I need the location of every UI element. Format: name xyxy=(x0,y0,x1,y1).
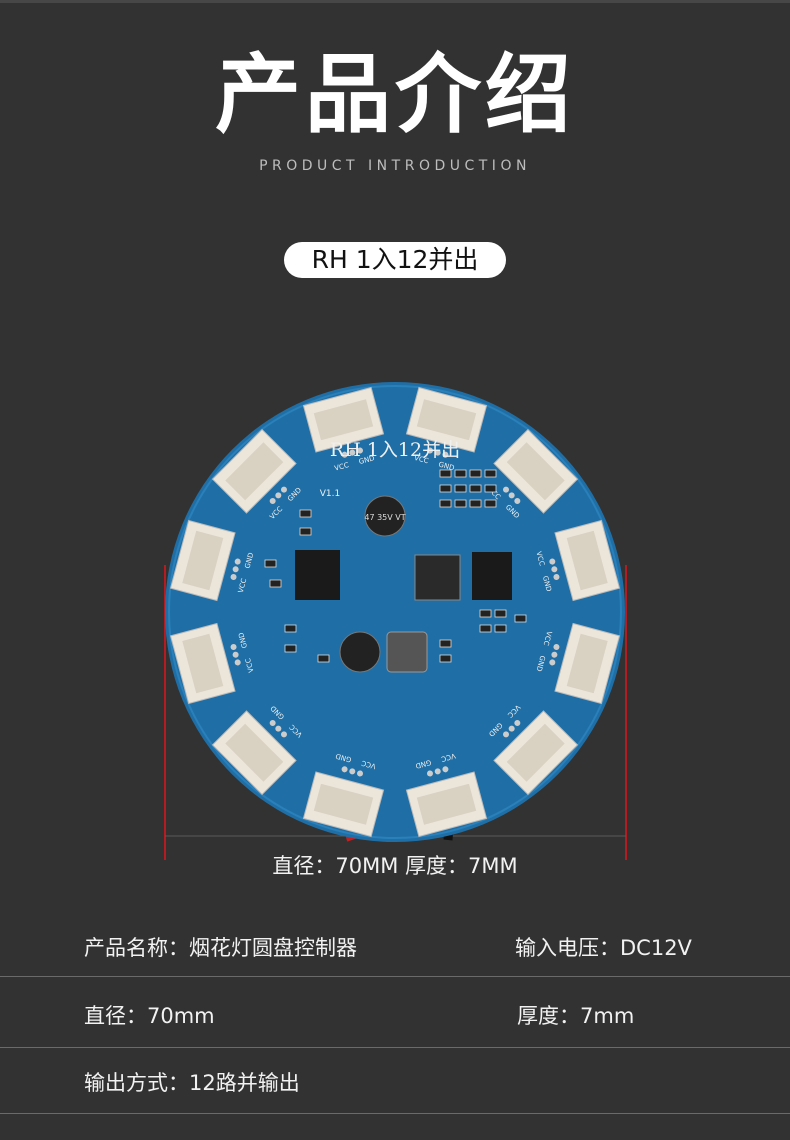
capacitor-bottom xyxy=(339,631,381,673)
smd-part xyxy=(494,624,507,633)
jst-connector: VCC GND xyxy=(405,386,488,472)
capacitor-top xyxy=(364,495,406,537)
inductor xyxy=(386,631,428,673)
pin-label-gnd: GND xyxy=(243,552,255,570)
smd-components xyxy=(264,469,527,663)
jst-connector: VCC GND xyxy=(535,622,621,705)
ic-chip-left xyxy=(295,550,340,600)
smd-part xyxy=(479,609,492,618)
smd-part xyxy=(439,469,452,478)
pin-label-gnd: GND xyxy=(358,454,376,466)
smd-part xyxy=(439,654,452,663)
regulator xyxy=(414,554,461,601)
spec-input-voltage: 输入电压：DC12V xyxy=(515,936,692,960)
smd-part xyxy=(439,639,452,648)
spec-thickness: 厚度：7mm xyxy=(517,1004,635,1028)
pin-label-vcc: VCC xyxy=(360,759,376,771)
pin-label-gnd: GND xyxy=(438,460,456,472)
smd-part xyxy=(469,469,482,478)
jst-connector: VCC GND xyxy=(302,752,385,838)
capacitor-label: 47 35V VT xyxy=(364,513,405,522)
pcb-product-photo: VCC GND VCC GND VCC GND VCC GND VCC GND … xyxy=(164,382,627,860)
pin-label-gnd: GND xyxy=(237,631,249,649)
jst-connector: VCC GND xyxy=(405,751,488,838)
jst-connector: VCC GND xyxy=(534,519,621,602)
smd-part xyxy=(284,644,297,653)
smd-part xyxy=(439,484,452,493)
product-model-badge: RH 1入12并出 xyxy=(284,242,506,278)
pin-label-vcc: VCC xyxy=(534,551,546,567)
jst-connector: VCC GND xyxy=(169,519,255,602)
pcb-edge xyxy=(168,385,622,839)
smd-part xyxy=(299,527,312,536)
pin-label-vcc: VCC xyxy=(237,577,249,593)
smd-part xyxy=(454,499,467,508)
spec-output-mode: 输出方式：12路并输出 xyxy=(84,1071,300,1095)
connector-ring: VCC GND VCC GND VCC GND VCC GND VCC GND … xyxy=(169,386,621,838)
silkscreen-version: V1.1 xyxy=(320,489,340,499)
smd-part xyxy=(484,499,497,508)
smd-part xyxy=(317,654,330,663)
smd-part xyxy=(484,484,497,493)
pin-label-vcc: VCC xyxy=(542,630,554,646)
pin-label-gnd: GND xyxy=(535,655,547,673)
ic-chip-right xyxy=(472,552,512,600)
top-border xyxy=(0,0,790,3)
pin-label-vcc: VCC xyxy=(413,454,429,466)
smd-part xyxy=(284,624,297,633)
pin-label-gnd: GND xyxy=(414,758,432,770)
pin-label-vcc: VCC xyxy=(244,657,256,673)
spec-product-name: 产品名称：烟花灯圆盘控制器 xyxy=(84,936,357,960)
smd-part xyxy=(439,499,452,508)
silkscreen-title: RH 1入12并出 xyxy=(330,439,460,461)
smd-part xyxy=(469,499,482,508)
pin-label-vcc: VCC xyxy=(334,461,350,473)
pin-label-gnd: GND xyxy=(541,575,553,593)
dimensions-caption: 直径：70MM 厚度：7MM xyxy=(272,854,518,878)
jst-connector: VCC GND xyxy=(211,704,304,796)
divider xyxy=(0,1047,790,1048)
smd-part xyxy=(264,559,277,568)
smd-part xyxy=(484,469,497,478)
smd-part xyxy=(514,614,527,623)
pin-label-vcc: VCC xyxy=(440,751,456,763)
smd-part xyxy=(479,624,492,633)
page-title: 产品介绍 xyxy=(215,45,575,145)
smd-part xyxy=(454,469,467,478)
smd-part xyxy=(299,509,312,518)
smd-part xyxy=(454,484,467,493)
page-subtitle: PRODUCT INTRODUCTION xyxy=(259,158,531,174)
smd-part xyxy=(269,579,282,588)
divider xyxy=(0,1113,790,1114)
jst-connector: VCC GND xyxy=(302,386,385,473)
smd-part xyxy=(469,484,482,493)
spec-diameter: 直径：70mm xyxy=(84,1004,215,1028)
smd-part xyxy=(494,609,507,618)
pin-label-gnd: GND xyxy=(335,752,353,764)
divider xyxy=(0,976,790,977)
jst-connector: VCC GND xyxy=(169,622,256,705)
